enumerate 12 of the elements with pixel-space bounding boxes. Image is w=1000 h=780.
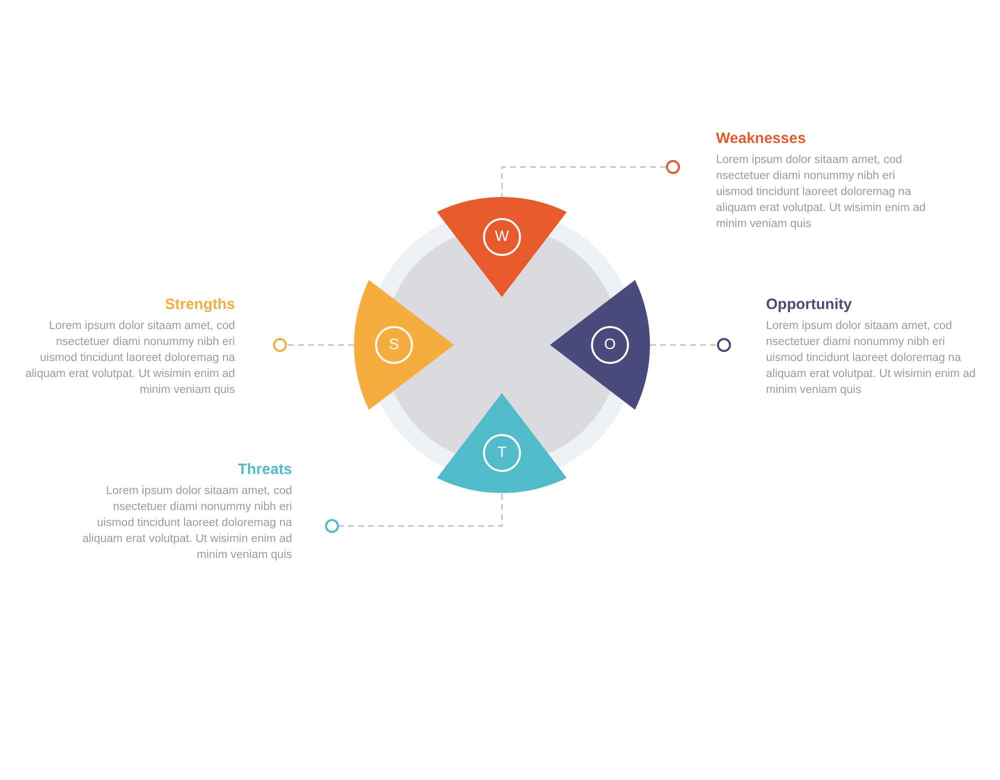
dashed-connector <box>650 338 731 352</box>
description-text: Lorem ipsum dolor sitaam amet, cod nsectetuer diami nonummy nibh eri uismod tincidunt laoreet doloremag na aliquam erat volutpat. Ut wisimin enim ad minim veniam quis <box>716 153 927 232</box>
section-heading: Opportunity <box>766 295 853 315</box>
description-text: Lorem ipsum dolor sitaam amet, cod nsectetuer diami nonummy nibh eri uismod tincidunt laoreet doloremag na aliquam erat volutpat. Ut wisimin enim ad minim veniam quis <box>24 319 235 398</box>
description-text: Lorem ipsum dolor sitaam amet, cod nsectetuer diami nonummy nibh eri uismod tincidunt laoreet doloremag na aliquam erat volutpat. Ut wisimin enim ad minim veniam quis <box>81 484 292 563</box>
section-heading: Threats <box>236 460 292 480</box>
dashed-connector <box>501 160 680 199</box>
description-text: Lorem ipsum dolor sitaam amet, cod nsectetuer diami nonummy nibh eri uismod tincidunt laoreet doloremag na aliquam erat volutpat. Ut wisimin enim ad minim veniam quis <box>766 319 977 398</box>
section-heading: Strengths <box>164 295 235 315</box>
dashed-connector <box>325 494 503 533</box>
section-heading: Weaknesses <box>716 129 807 149</box>
dashed-connector <box>273 338 354 352</box>
